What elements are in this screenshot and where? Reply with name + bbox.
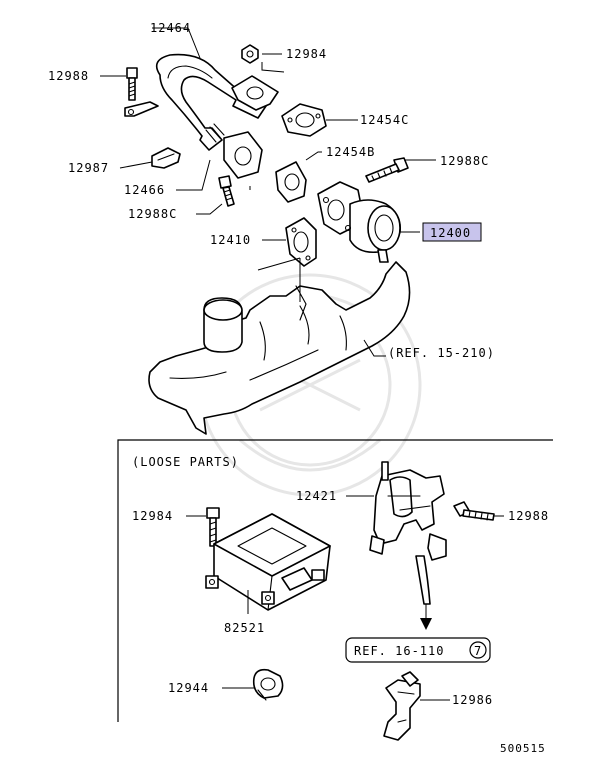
ref-16-110: REF. 16-110 — [354, 644, 444, 658]
label-12984-top: 12984 — [286, 47, 327, 61]
label-12464: 12464 — [150, 21, 191, 35]
loose-parts-title: (LOOSE PARTS) — [132, 455, 239, 469]
label-82521: 82521 — [224, 621, 265, 635]
clamp-12987[interactable] — [151, 147, 181, 169]
bolt-12984-loose[interactable] — [206, 507, 220, 547]
bolt-12988c-left[interactable] — [218, 175, 235, 207]
bolt-12988-loose[interactable] — [453, 501, 495, 521]
highlight-12400[interactable]: 12400 — [422, 222, 482, 242]
label-12454c: 12454C — [360, 113, 409, 127]
leader-lines-upper — [100, 27, 436, 357]
ref-16-110-box[interactable]: REF. 16-110 7 — [345, 637, 491, 663]
control-unit-82521[interactable] — [205, 513, 331, 611]
label-12988c-right: 12988C — [440, 154, 489, 168]
exhaust-manifold — [148, 261, 411, 435]
bolt-12988-top[interactable] — [126, 67, 138, 101]
arrow-down — [420, 604, 432, 630]
label-12987: 12987 — [68, 161, 109, 175]
label-12944: 12944 — [168, 681, 209, 695]
label-12410: 12410 — [210, 233, 251, 247]
ref-15-210[interactable]: (REF. 15-210) — [388, 346, 495, 360]
diagram-id: 500515 — [500, 742, 546, 755]
nut-12984-top[interactable] — [241, 44, 259, 64]
label-12988c-left: 12988C — [128, 207, 177, 221]
egr-valve-12400[interactable] — [317, 181, 402, 263]
pipe-flange-lower — [223, 131, 263, 179]
label-12988-top: 12988 — [48, 69, 89, 83]
label-12988-loose: 12988 — [508, 509, 549, 523]
pipe-flange-upper — [231, 75, 279, 111]
label-12421: 12421 — [296, 489, 337, 503]
label-12466: 12466 — [124, 183, 165, 197]
clip-12944[interactable] — [252, 668, 284, 701]
loose-parts-frame — [117, 439, 553, 722]
solenoid-valve-12421[interactable] — [369, 461, 447, 605]
ref-16-110-circle: 7 — [474, 644, 482, 658]
label-12400: 12400 — [430, 226, 471, 240]
gasket-12454b[interactable] — [275, 161, 307, 203]
bolt-12988c-right[interactable] — [365, 157, 409, 183]
label-12984-loose: 12984 — [132, 509, 173, 523]
gasket-12410[interactable] — [285, 217, 317, 267]
gasket-12454c[interactable] — [281, 103, 327, 137]
clip-12986[interactable] — [383, 671, 421, 741]
label-12454b: 12454B — [326, 145, 375, 159]
label-12986: 12986 — [452, 693, 493, 707]
pipe-bracket — [124, 101, 159, 117]
centerline-manifold — [257, 257, 301, 302]
